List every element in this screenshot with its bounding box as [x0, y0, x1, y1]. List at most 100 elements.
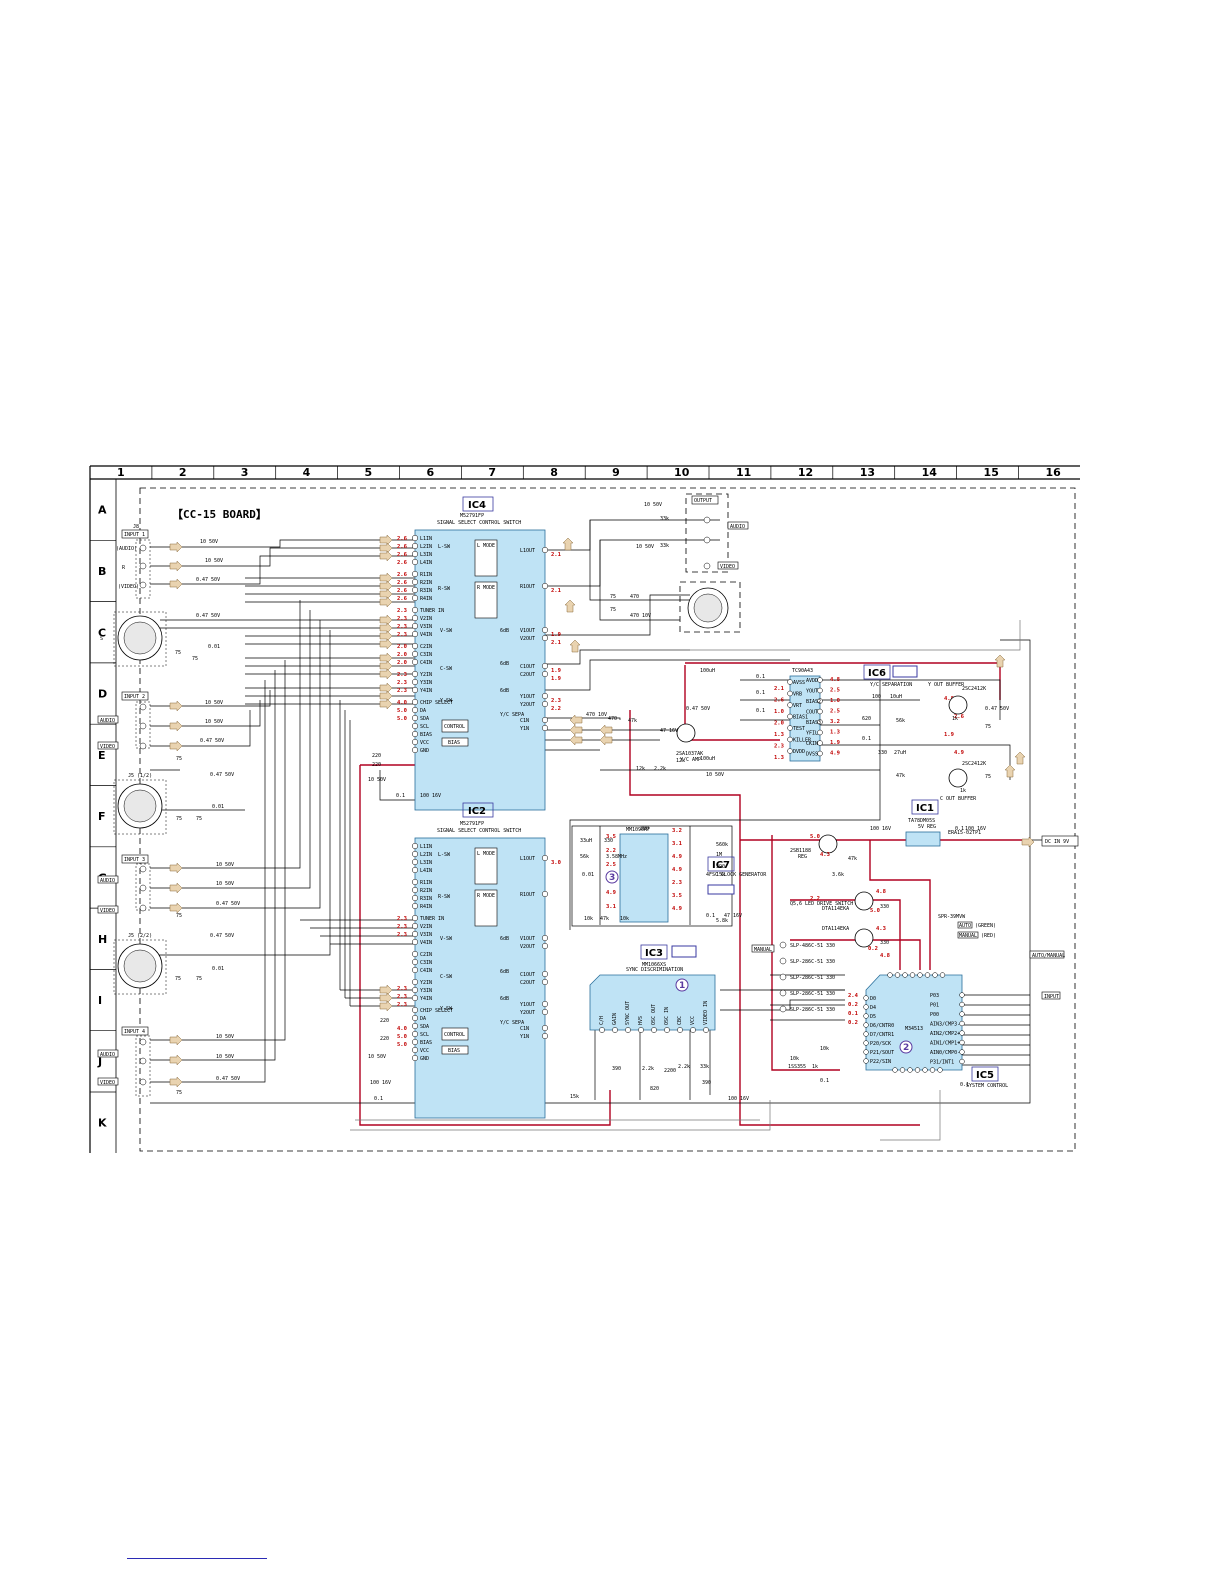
ic-pin [411, 642, 419, 650]
ic-pin-label: P31/INT1 [930, 1060, 954, 1066]
voltage-label: 2.3 [397, 608, 407, 614]
component-value: 470 10V [630, 613, 651, 619]
led [779, 973, 787, 981]
component-value: 100 16V [728, 1096, 749, 1102]
ic-pin [411, 1006, 419, 1014]
component-value: 33k [660, 516, 669, 522]
component-value: 75 [192, 656, 198, 662]
voltage-label: 2.5 [606, 862, 616, 868]
ic-pin [664, 1027, 670, 1033]
svg-text:6dB: 6dB [500, 936, 509, 942]
svg-text:M52791FP: M52791FP [460, 513, 484, 519]
component-value: 0.1 [756, 690, 765, 696]
component-value: 2.2k [654, 766, 666, 772]
component-value: 2.2k [642, 1066, 654, 1072]
ic-pin [787, 690, 793, 697]
component-value: 1k [812, 1064, 818, 1070]
ic-pin-label: DA [420, 1016, 426, 1022]
voltage-label: 2.3 [397, 688, 407, 694]
component-value: 75 [176, 913, 182, 919]
ic-pin-label: GND [420, 1056, 429, 1062]
voltage-label: 4.9 [830, 751, 840, 757]
svg-text:AUDIO: AUDIO [100, 718, 115, 724]
svg-text:AUTO: AUTO [959, 923, 971, 929]
ic-pin-label: TUNER IN [420, 916, 444, 922]
ic-pin [959, 1001, 965, 1008]
ic-pin-label: V3IN [420, 932, 432, 938]
ic-pin [787, 702, 793, 708]
voltage-label: 2.3 [397, 680, 407, 686]
voltage-label: 2.0 [397, 660, 407, 666]
voltage-label: 2.3 [397, 624, 407, 630]
ic-pin [937, 1067, 943, 1073]
component-value: 0.47 50V [216, 901, 240, 907]
part-value: 330 [826, 943, 835, 949]
ic-pin-label: L4IN [420, 868, 432, 874]
ic-pin [863, 1049, 869, 1055]
column-label: 10 [674, 466, 690, 479]
voltage-label: 2.2 [810, 896, 820, 902]
voltage-label: 1.9 [830, 740, 840, 746]
svg-text:VIDEO: VIDEO [100, 908, 115, 914]
ic-pin [411, 594, 419, 602]
component-value: 1k [952, 716, 958, 722]
signal-arrow [379, 588, 393, 600]
ic-pin-label: VCC [420, 740, 429, 746]
component-value: 56k [896, 718, 905, 724]
ic-pin [411, 866, 419, 874]
ic-pin [541, 854, 549, 862]
voltage-label: 4.9 [606, 890, 616, 896]
component-value: 0.1 [960, 1082, 969, 1088]
component-value: 390 [716, 864, 725, 870]
svg-text:R-SW: R-SW [438, 894, 451, 900]
signal-arrow [169, 700, 183, 712]
signal-arrow [379, 534, 393, 546]
ic-pin-label: R3IN [420, 588, 432, 594]
svg-text:R-SW: R-SW [438, 586, 451, 592]
voltage-label: 2.3 [397, 994, 407, 1000]
component-value: 820 [650, 1086, 659, 1092]
ic-pin [817, 677, 823, 683]
voltage-label: 5.0 [397, 708, 407, 714]
component-value: 0.1 [756, 708, 765, 714]
ic-pin [894, 972, 901, 978]
voltage-label: 4.9 [954, 750, 964, 756]
ic-pin-label: SYNC OUT [625, 1001, 631, 1025]
ic-pin [411, 570, 419, 578]
ic-pin [863, 1058, 869, 1064]
component-value: 47 16V [724, 913, 742, 919]
ic-pin [929, 1067, 936, 1073]
ic-pin-label: Y2IN [420, 672, 432, 678]
voltage-label: 2.6 [397, 572, 408, 578]
component-value: 0.47 50V [210, 933, 234, 939]
voltage-label: 2.3 [397, 924, 407, 930]
svg-text:L MODE: L MODE [477, 851, 495, 857]
ic-pin-label: Y2IN [420, 980, 432, 986]
svg-text:R MODE: R MODE [477, 893, 495, 899]
svg-text:TC90A43: TC90A43 [792, 668, 813, 674]
voltage-label: 2.3 [397, 616, 407, 622]
ic2: IC2 M52791FP SIGNAL SELECT CONTROL SWITC… [397, 802, 561, 1119]
ic-pin [677, 1027, 683, 1033]
ic-pin [863, 1040, 869, 1046]
svg-text:M34513: M34513 [905, 1026, 923, 1032]
part-label: SLP-286C-51 [790, 1007, 823, 1013]
ic-pin [411, 614, 419, 622]
component-value: 10 50V [205, 719, 223, 725]
ic-pin [817, 719, 823, 725]
svg-text:2SC2412K: 2SC2412K [962, 686, 986, 692]
ic-pin-label: Y1OUT [520, 694, 535, 700]
ic-pin [411, 630, 419, 638]
column-label: 16 [1045, 466, 1061, 479]
grid-frame [89, 465, 1080, 1153]
ic-pin [541, 970, 549, 978]
voltage-label: 4.8 [876, 889, 886, 895]
signal-arrow [1014, 751, 1026, 765]
svg-text:AUDIO: AUDIO [100, 1052, 115, 1058]
column-label: 8 [550, 466, 558, 479]
svg-text:2SB1188: 2SB1188 [790, 848, 811, 854]
svg-text:C-SW: C-SW [440, 666, 453, 672]
component-value: 47k [628, 718, 637, 724]
ic-pin-label: SDA [420, 1024, 429, 1030]
